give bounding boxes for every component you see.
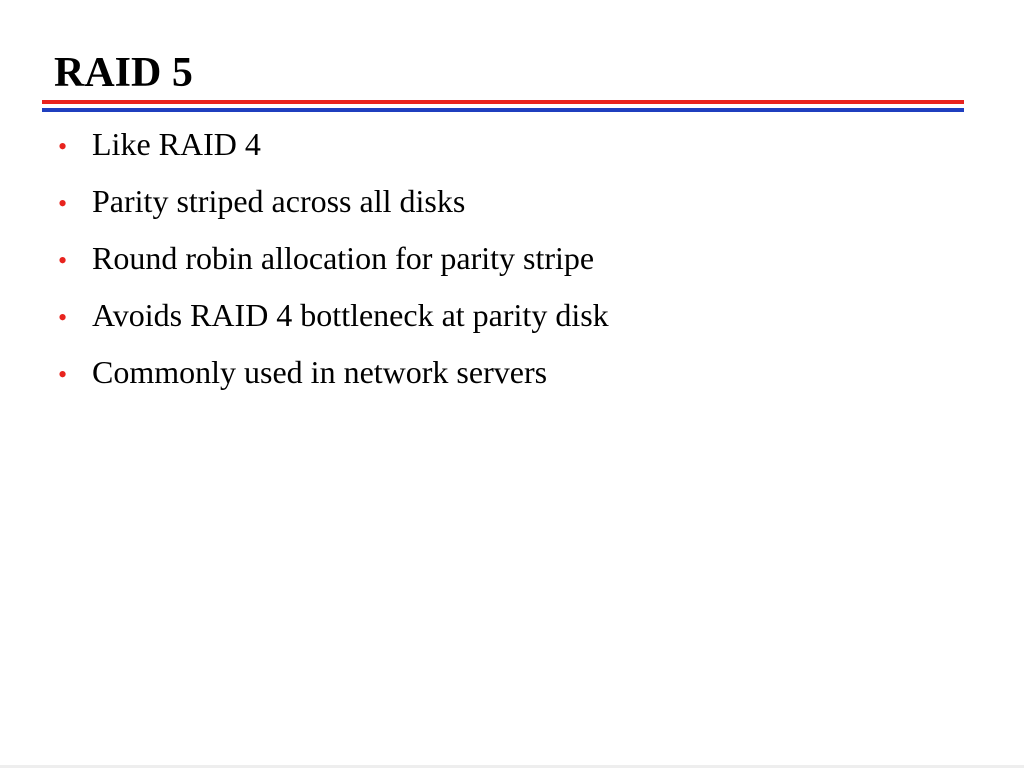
bullet-item: • Commonly used in network servers — [54, 348, 609, 405]
bullet-item: • Round robin allocation for parity stri… — [54, 234, 609, 291]
bullet-list: • Like RAID 4 • Parity striped across al… — [54, 120, 609, 405]
bullet-icon: • — [58, 303, 68, 332]
bullet-item: • Avoids RAID 4 bottleneck at parity dis… — [54, 291, 609, 348]
bullet-text: Commonly used in network servers — [92, 354, 548, 390]
bullet-icon: • — [58, 360, 68, 389]
title-rule-blue — [42, 108, 964, 112]
title-rule-red — [42, 100, 964, 104]
bullet-text: Parity striped across all disks — [92, 183, 466, 219]
bullet-item: • Parity striped across all disks — [54, 177, 609, 234]
bullet-text: Round robin allocation for parity stripe — [92, 240, 595, 276]
footer-divider — [0, 765, 1024, 768]
bullet-text: Avoids RAID 4 bottleneck at parity disk — [92, 297, 609, 333]
slide-title: RAID 5 — [54, 50, 193, 96]
bullet-icon: • — [58, 189, 68, 218]
bullet-icon: • — [58, 246, 68, 275]
bullet-item: • Like RAID 4 — [54, 120, 609, 177]
bullet-icon: • — [58, 132, 68, 161]
bullet-text: Like RAID 4 — [92, 126, 261, 162]
